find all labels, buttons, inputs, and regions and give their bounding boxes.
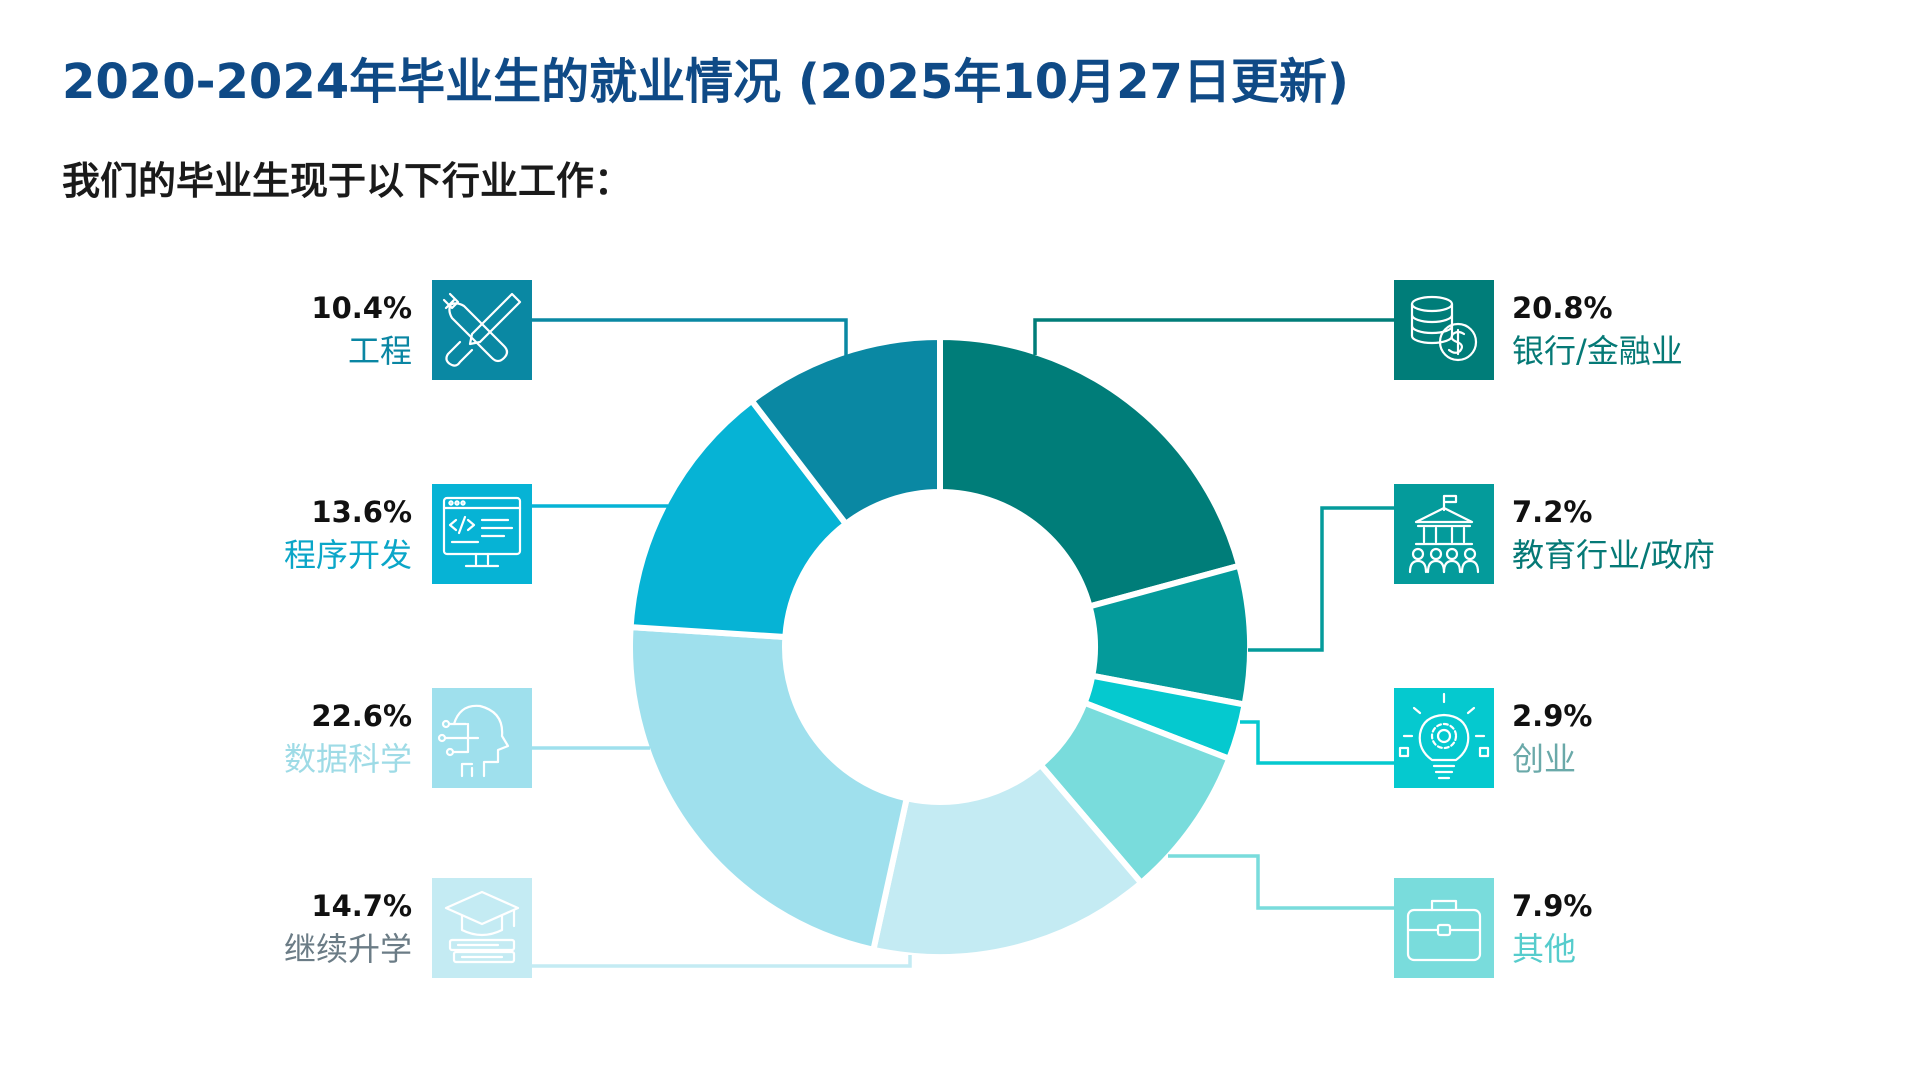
slice-percent-2: 2.9% xyxy=(1512,699,1592,733)
page-subtitle: 我们的毕业生现于以下行业工作： xyxy=(62,159,633,203)
leader-line-1 xyxy=(1248,506,1394,652)
slice-percent-5: 22.6% xyxy=(311,699,412,733)
callout-1: 7.2% 教育行业/政府 xyxy=(1394,484,1715,584)
code-monitor-icon xyxy=(442,496,522,568)
callout-4: 14.7% 继续升学 xyxy=(284,878,532,978)
slice-label-5: 数据科学 xyxy=(284,740,412,778)
icon-tile-3 xyxy=(1394,878,1494,978)
donut-slice-6 xyxy=(627,396,851,641)
slice-label-0: 银行/金融业 xyxy=(1512,332,1683,370)
government-building-people-icon xyxy=(1408,494,1480,574)
donut-slice-4 xyxy=(869,760,1146,960)
leader-line-4 xyxy=(532,955,912,968)
slice-percent-0: 20.8% xyxy=(1512,291,1613,325)
leader-line-0 xyxy=(1033,318,1394,355)
slice-label-1: 教育行业/政府 xyxy=(1512,536,1715,574)
leader-line-7 xyxy=(532,318,848,357)
slice-label-4: 继续升学 xyxy=(284,930,412,968)
lightbulb-gear-icon xyxy=(1398,692,1490,780)
slice-percent-6: 13.6% xyxy=(311,495,412,529)
graduation-cap-books-icon xyxy=(444,890,520,964)
leader-lines xyxy=(532,318,1394,968)
donut-slices xyxy=(627,333,1253,960)
donut-slice-0 xyxy=(937,333,1243,611)
slice-percent-7: 10.4% xyxy=(311,291,412,325)
ai-head-circuit-icon xyxy=(437,704,510,778)
callout-0: 20.8% 银行/金融业 xyxy=(1394,280,1683,380)
briefcase-icon xyxy=(1406,899,1482,962)
slice-label-6: 程序开发 xyxy=(284,536,412,574)
slice-percent-4: 14.7% xyxy=(311,889,412,923)
callout-5: 22.6% 数据科学 xyxy=(284,688,532,788)
leader-line-3 xyxy=(1168,854,1394,910)
leader-line-2 xyxy=(1240,720,1394,765)
donut-slice-7 xyxy=(747,333,943,529)
coins-dollar-icon xyxy=(1410,295,1478,362)
slice-percent-3: 7.9% xyxy=(1512,889,1592,923)
icon-tile-7 xyxy=(432,280,532,380)
callout-3: 7.9% 其他 xyxy=(1394,878,1592,978)
donut-slice-5 xyxy=(627,623,911,954)
wrench-screwdriver-icon xyxy=(442,292,522,367)
callout-7: 10.4% 工程 xyxy=(311,280,532,380)
slice-label-7: 工程 xyxy=(348,332,412,370)
icon-tile-6 xyxy=(432,484,532,584)
callouts: 20.8% 银行/金融业 7.2% 教育行业/政府 2.9% 创业 7.9% 其他 14.7% 继… xyxy=(284,280,1715,978)
slice-percent-1: 7.2% xyxy=(1512,495,1592,529)
callout-2: 2.9% 创业 xyxy=(1394,688,1592,788)
slice-label-3: 其他 xyxy=(1512,930,1576,968)
slice-label-2: 创业 xyxy=(1512,740,1576,778)
callout-6: 13.6% 程序开发 xyxy=(284,484,532,584)
page-title: 2020-2024年毕业生的就业情况 (2025年10月27日更新) xyxy=(62,54,1349,110)
